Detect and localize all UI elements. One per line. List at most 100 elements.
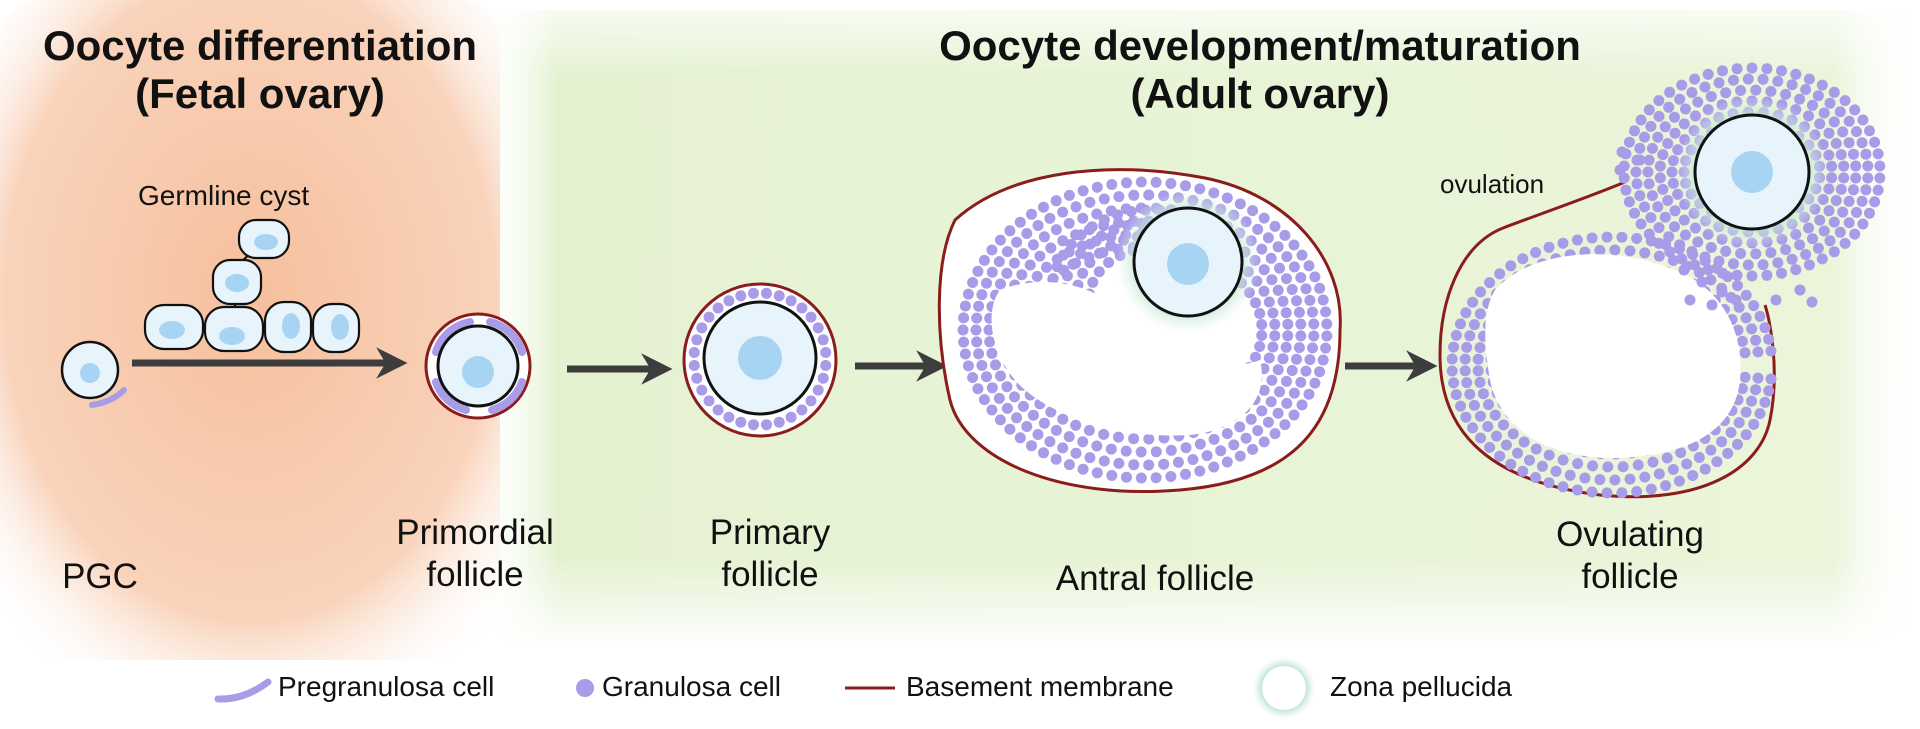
granulosa-cell [1498,419,1509,431]
granulosa-cell [1839,95,1851,107]
granulosa-cell [1256,405,1268,417]
granulosa-cell [1267,341,1279,353]
granulosa-cell [1084,257,1096,269]
granulosa-cell [1645,120,1657,132]
granulosa-cell [1696,276,1708,288]
granulosa-cell [1027,239,1039,251]
granulosa-cell [1653,237,1665,249]
granulosa-cell [1643,178,1655,190]
granulosa-cell [1740,289,1752,301]
granulosa-cell [1717,267,1728,279]
granulosa-cell [1807,233,1818,245]
granulosa-cell [1272,364,1284,376]
granulosa-cell [1740,429,1752,441]
granulosa-cell [1077,463,1089,475]
primary-granulosa-layer [688,287,832,431]
granulosa-cell [1296,249,1308,261]
granulosa-cell [1057,442,1069,454]
granulosa-cell [1543,241,1555,253]
development-heading-line2: (Adult ovary) [1130,70,1390,117]
granulosa-cell [1034,250,1046,262]
legend-pregranulosa-text: Pregranulosa cell [278,671,495,702]
granulosa-cell [1258,285,1270,297]
granulosa-cell [1629,125,1640,137]
granulosa-cell [1288,239,1300,251]
granulosa-cell [1309,271,1321,283]
granulosa-cell [1077,267,1089,279]
granulosa-cell [1269,220,1281,232]
granulosa-cell [1716,436,1728,448]
granulosa-cell [1063,459,1075,471]
granulosa-cell [1862,160,1874,172]
granulosa-cell [973,300,985,312]
granulosa-cell [1106,179,1118,190]
granulosa-cell [691,372,703,384]
granulosa-cell [1699,463,1711,475]
granulosa-cell [1657,149,1669,161]
granulosa-cell [1669,205,1681,217]
legend-zona: Zona pellucida [1330,665,1512,709]
granulosa-cell [1091,440,1103,452]
granulosa-cell [1674,239,1686,251]
granulosa-cell [1676,253,1688,265]
granulosa-cell [1288,261,1300,273]
granulosa-cell [1286,284,1298,295]
granulosa-cell [1032,429,1044,440]
legend-basement-text: Basement membrane [906,671,1174,702]
granulosa-cell [820,360,832,371]
granulosa-cell [1472,365,1484,377]
granulosa-cell [1713,255,1725,267]
granulosa-cell [1258,384,1270,396]
granulosa-cell [1659,121,1671,133]
granulosa-cell [1494,268,1506,280]
granulosa-cell [1601,231,1613,243]
granulosa-cell [1491,430,1502,442]
granulosa-cell [1653,110,1665,122]
granulosa-cell [995,278,1006,290]
granulosa-cell [1814,118,1826,130]
granulosa-cell [1742,259,1754,271]
granulosa-cell [748,419,759,431]
granulosa-cell [1269,318,1281,330]
granulosa-cell [1106,470,1118,481]
granulosa-cell [761,287,772,299]
granulosa-cell [1818,107,1830,119]
granulosa-cell [1814,214,1826,226]
granulosa-cell [1507,428,1519,440]
granulosa-cell [1657,183,1669,195]
granulosa-cell [1772,75,1784,87]
granulosa-cell [1702,68,1714,80]
ovulating-label-line1: Ovulating [1556,515,1704,554]
granulosa-cell [1742,73,1754,85]
differentiation-heading-line2: (Fetal ovary) [135,70,385,117]
granulosa-cell [1653,222,1665,234]
granulosa-cell [1215,445,1227,457]
granulosa-cell [1128,189,1140,201]
granulosa-cell [1830,138,1842,149]
granulosa-cell [971,336,983,348]
granulosa-cell [962,288,974,300]
granulosa-cell [1001,267,1013,279]
granulosa-cell [1308,330,1320,342]
granulosa-cell [1143,459,1155,471]
granulosa-cell [1031,270,1043,282]
granulosa-cell [1586,232,1598,244]
granulosa-cell [1135,176,1147,188]
granulosa-cell [1494,450,1506,462]
granulosa-cell [1812,90,1824,102]
granulosa-cell [1272,407,1284,419]
granulosa-cell [978,254,990,266]
granulosa-cell [1647,456,1659,468]
granulosa-cell [1735,85,1747,96]
granulosa-cell [1639,201,1650,213]
primary-label: Primary follicle [660,512,880,596]
granulosa-cell [1113,431,1124,443]
granulosa-cell [1505,458,1517,470]
granulosa-cell [1689,259,1701,271]
granulosa-cell [1750,334,1762,346]
granulosa-cell [1180,180,1191,192]
granulosa-cell [1247,205,1259,217]
granulosa-cell [1851,206,1862,218]
granulosa-cell [1564,469,1576,481]
antral-label: Antral follicle [1055,559,1255,598]
